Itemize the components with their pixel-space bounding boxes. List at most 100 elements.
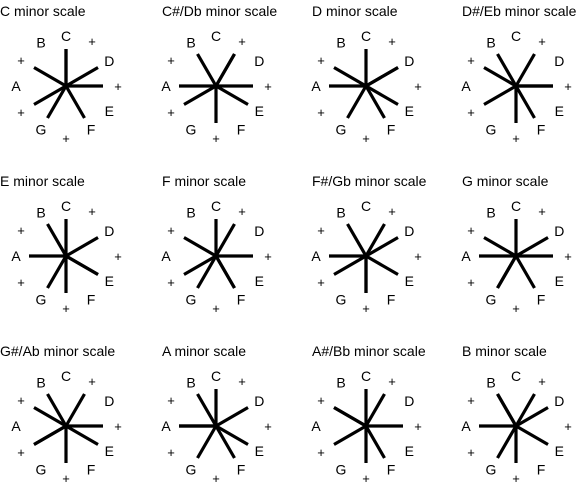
sharp-position-label: + [167, 393, 175, 408]
note-label-F: F [537, 461, 546, 477]
sharp-position-label: + [362, 301, 370, 316]
tonic-spoke [214, 255, 236, 289]
sharp-position-label: + [538, 34, 546, 49]
note-label-A: A [311, 248, 321, 264]
spoke-G [346, 85, 368, 119]
spoke-Gsharp [483, 84, 517, 106]
sharp-position-label: + [88, 34, 96, 49]
note-label-A: A [311, 78, 321, 94]
note-label-G: G [486, 291, 497, 307]
note-label-B: B [486, 35, 495, 51]
scale-title: G minor scale [462, 173, 549, 189]
note-label-C: C [61, 368, 71, 384]
sharp-position-label: + [167, 53, 175, 68]
spoke-Csharp [364, 223, 386, 257]
sharp-position-label: + [17, 105, 25, 120]
note-label-G: G [486, 121, 497, 137]
note-label-C: C [361, 198, 371, 214]
note-label-F: F [237, 291, 246, 307]
note-label-A: A [161, 248, 171, 264]
scale-title: D#/Eb minor scale [462, 3, 577, 19]
note-label-G: G [36, 461, 47, 477]
sharp-position-label: + [167, 223, 175, 238]
tonic-spoke [65, 254, 99, 276]
note-label-D: D [254, 223, 264, 239]
note-label-E: E [255, 443, 264, 459]
note-label-E: E [555, 443, 564, 459]
sharp-position-label: + [17, 223, 25, 238]
sharp-position-label: + [317, 275, 325, 290]
spoke-F [364, 85, 386, 119]
sharp-position-label: + [17, 445, 25, 460]
sharp-position-label: + [264, 249, 272, 264]
sharp-position-label: + [388, 374, 396, 389]
spoke-B [46, 393, 68, 427]
spoke-E [65, 424, 99, 446]
sharp-position-label: + [238, 374, 246, 389]
spoke-Csharp [214, 223, 236, 257]
note-label-F: F [387, 461, 396, 477]
note-label-F: F [537, 291, 546, 307]
sharp-position-label: + [88, 204, 96, 219]
spoke-F [514, 85, 536, 119]
note-label-B: B [186, 375, 195, 391]
spoke-G [46, 85, 68, 119]
note-label-F: F [87, 121, 96, 137]
note-label-A: A [161, 78, 171, 94]
note-label-B: B [486, 375, 495, 391]
note-label-F: F [537, 121, 546, 137]
spoke-G [46, 255, 68, 289]
spoke-B [346, 223, 368, 257]
note-label-B: B [36, 35, 45, 51]
note-label-D: D [554, 223, 564, 239]
sharp-position-label: + [512, 471, 520, 486]
note-label-D: D [254, 53, 264, 69]
sharp-position-label: + [212, 471, 220, 486]
note-label-F: F [387, 121, 396, 137]
sharp-position-label: + [62, 301, 70, 316]
note-label-A: A [11, 78, 21, 94]
sharp-position-label: + [388, 34, 396, 49]
note-label-B: B [336, 375, 345, 391]
note-label-C: C [361, 368, 371, 384]
spoke-B [196, 53, 218, 87]
sharp-position-label: + [264, 79, 272, 94]
note-label-G: G [336, 461, 347, 477]
spoke-E [515, 424, 549, 446]
spoke-Gsharp [183, 254, 217, 276]
sharp-position-label: + [167, 445, 175, 460]
sharp-position-label: + [538, 374, 546, 389]
note-label-G: G [486, 461, 497, 477]
note-label-E: E [105, 443, 114, 459]
spoke-Asharp [483, 236, 517, 258]
sharp-position-label: + [467, 275, 475, 290]
spoke-Csharp [514, 53, 536, 87]
note-label-E: E [555, 103, 564, 119]
note-label-A: A [311, 418, 321, 434]
spoke-Asharp [183, 236, 217, 258]
spoke-Asharp [33, 66, 67, 88]
spoke-Asharp [333, 66, 367, 88]
spoke-B [196, 393, 218, 427]
spoke-Csharp [64, 393, 86, 427]
sharp-position-label: + [317, 445, 325, 460]
sharp-position-label: + [264, 419, 272, 434]
note-label-B: B [36, 375, 45, 391]
note-label-D: D [554, 393, 564, 409]
spoke-D [515, 236, 549, 258]
sharp-position-label: + [467, 53, 475, 68]
spoke-F [364, 425, 386, 459]
note-label-D: D [104, 223, 114, 239]
note-label-G: G [336, 121, 347, 137]
note-label-C: C [61, 198, 71, 214]
scale-title: F minor scale [162, 173, 246, 189]
sharp-position-label: + [512, 301, 520, 316]
note-label-D: D [554, 53, 564, 69]
tonic-spoke [496, 255, 518, 289]
sharp-position-label: + [538, 204, 546, 219]
sharp-position-label: + [467, 393, 475, 408]
note-label-B: B [186, 35, 195, 51]
